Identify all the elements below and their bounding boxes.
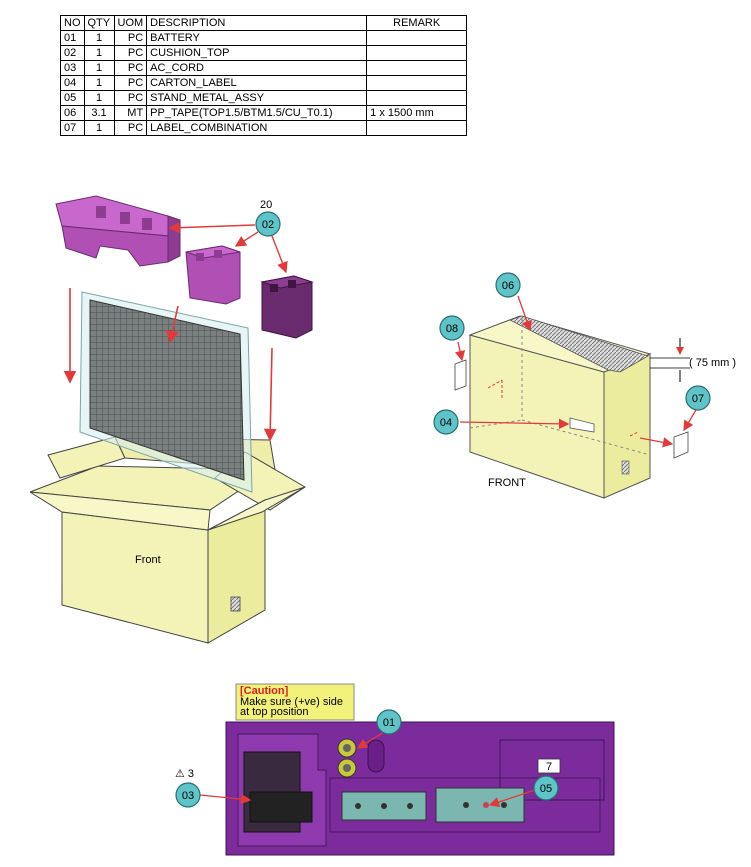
cell-remark: [366, 120, 468, 136]
cord-callout-label: 03: [182, 790, 194, 802]
stand-qty-box: [537, 758, 561, 774]
caution-note: [Caution] Make sure (+ve) side at top po…: [235, 683, 355, 721]
parts-table: NO QTY UOM DESCRIPTION REMARK 01 1 PC BA…: [60, 15, 468, 136]
front-label: FRONT: [488, 477, 526, 489]
caution-line-1: Make sure (+ve) side: [240, 696, 343, 708]
tape-callout-label: 06: [502, 280, 514, 292]
header-remark: REMARK: [366, 15, 468, 31]
packing-assembly: Front: [29, 195, 314, 644]
cord-note: ⚠ 3: [175, 768, 194, 780]
stand-bracket-right: [435, 787, 525, 823]
cushion-large: [55, 195, 181, 267]
cell-qty: 3.1: [83, 105, 115, 121]
table-row: 01 1 PC BATTERY: [60, 30, 468, 46]
cell-description: CUSHION_TOP: [146, 45, 368, 61]
accessory-tray: [199, 721, 615, 856]
stand-callout-label: 05: [540, 783, 552, 795]
table-row: 05 1 PC STAND_METAL_ASSY: [60, 90, 468, 106]
cushion-callout-label: 02: [262, 219, 274, 231]
left-label-callout: 08: [446, 323, 458, 335]
carton-label-callout: 04: [440, 417, 452, 429]
caution-title: [Caution]: [240, 685, 289, 697]
cushion-dark: [260, 275, 314, 339]
carton-label-slot: [569, 417, 595, 433]
pp-tape: [508, 315, 649, 373]
side-label-left: [454, 359, 467, 391]
cell-remark: 1 x 1500 mm: [366, 105, 468, 121]
cell-no: 05: [60, 90, 85, 106]
table-row: 07 1 PC LABEL_COMBINATION: [60, 120, 468, 136]
cell-uom: PC: [113, 120, 148, 136]
cell-description: PP_TAPE(TOP1.5/BTM1.5/CU_T0.1): [146, 105, 368, 121]
count-label: 20: [260, 199, 272, 211]
ac-cord: [249, 791, 313, 823]
cell-description: AC_CORD: [146, 60, 368, 76]
barcode-mark: [230, 596, 241, 612]
dimension-label: ( 75 mm ): [689, 357, 736, 369]
cushion-middle: [185, 245, 241, 305]
open-carton: [29, 436, 306, 644]
stand-qty-label: 7: [546, 761, 552, 773]
cell-qty: 1: [83, 120, 115, 136]
caution-line-2: at top position: [240, 706, 309, 718]
callout-circle: [255, 211, 281, 237]
tv-panel: [79, 291, 253, 493]
table-row: 06 3.1 MT PP_TAPE(TOP1.5/BTM1.5/CU_T0.1)…: [60, 105, 468, 121]
table-row: 03 1 PC AC_CORD: [60, 60, 468, 76]
box-front-label: Front: [135, 554, 161, 566]
side-label-right: [673, 431, 689, 459]
table-row: 02 1 PC CUSHION_TOP: [60, 45, 468, 61]
combo-label-callout: 07: [692, 393, 704, 405]
cell-no: 07: [60, 120, 85, 136]
table-header-row: NO QTY UOM DESCRIPTION REMARK: [60, 15, 468, 31]
closed-carton: ( 75 mm ) FRONT 06 08 04 07: [433, 272, 736, 499]
battery-callout-label: 01: [383, 717, 395, 729]
cell-uom: PC: [113, 75, 148, 91]
